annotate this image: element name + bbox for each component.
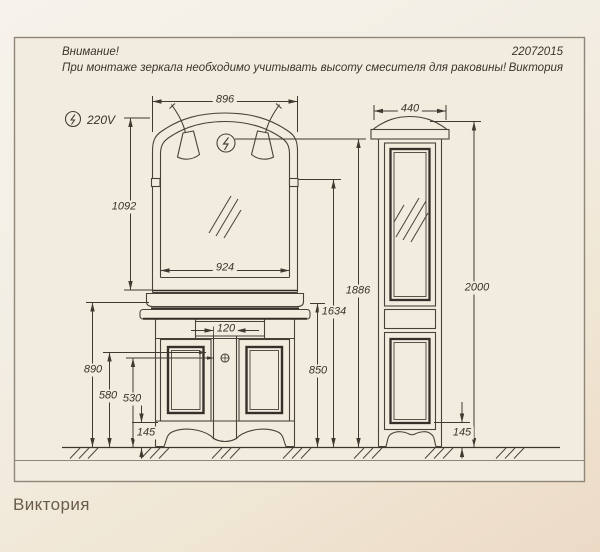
sconce-lamp-right-icon [250, 103, 282, 160]
dim-cabinet-width: 440 [397, 102, 423, 116]
product-caption: Виктория [13, 495, 90, 514]
doc-name: Виктория [508, 62, 563, 74]
lightning-icon-mirror [216, 133, 236, 153]
dim-stile-width: 120 [213, 322, 239, 336]
doc-info: 22072015 Виктория [509, 44, 563, 76]
dim-handle-lower: 530 [119, 392, 145, 406]
attention-note: Внимание! При монтаже зеркала необходимо… [62, 44, 506, 76]
sconce-lamp-left-icon [169, 103, 201, 160]
dim-counter-height: 850 [305, 364, 331, 378]
vanity-with-mirror-drawing [139, 103, 311, 448]
dim-plinth-right: 145 [449, 426, 475, 440]
door-knob-icon [220, 353, 230, 363]
sheet-frame [13, 36, 586, 483]
cabinet-mirror-hatch [393, 197, 429, 243]
dim-splash-height: 890 [80, 363, 106, 377]
attention-text: При монтаже зеркала необходимо учитывать… [62, 62, 507, 74]
dim-handle-upper: 580 [95, 389, 121, 403]
dim-mirror-bottom: 1634 [318, 305, 350, 319]
attention-title: Внимание! [62, 46, 119, 58]
voltage-label: 220V [87, 112, 116, 127]
doc-number: 22072015 [511, 46, 563, 58]
dim-overall-left: 1886 [342, 284, 374, 298]
dim-plinth-left: 145 [133, 426, 159, 440]
dim-mirror-height: 1092 [108, 200, 140, 214]
lightning-icon-220v [64, 110, 82, 128]
dim-glass-width: 924 [212, 261, 238, 275]
mirror-glass-hatch [208, 195, 242, 239]
tall-cabinet-drawing [370, 115, 450, 448]
dimension-arrows [90, 99, 477, 457]
dim-mirror-width: 896 [212, 93, 238, 107]
dim-cabinet-height: 2000 [461, 281, 493, 295]
